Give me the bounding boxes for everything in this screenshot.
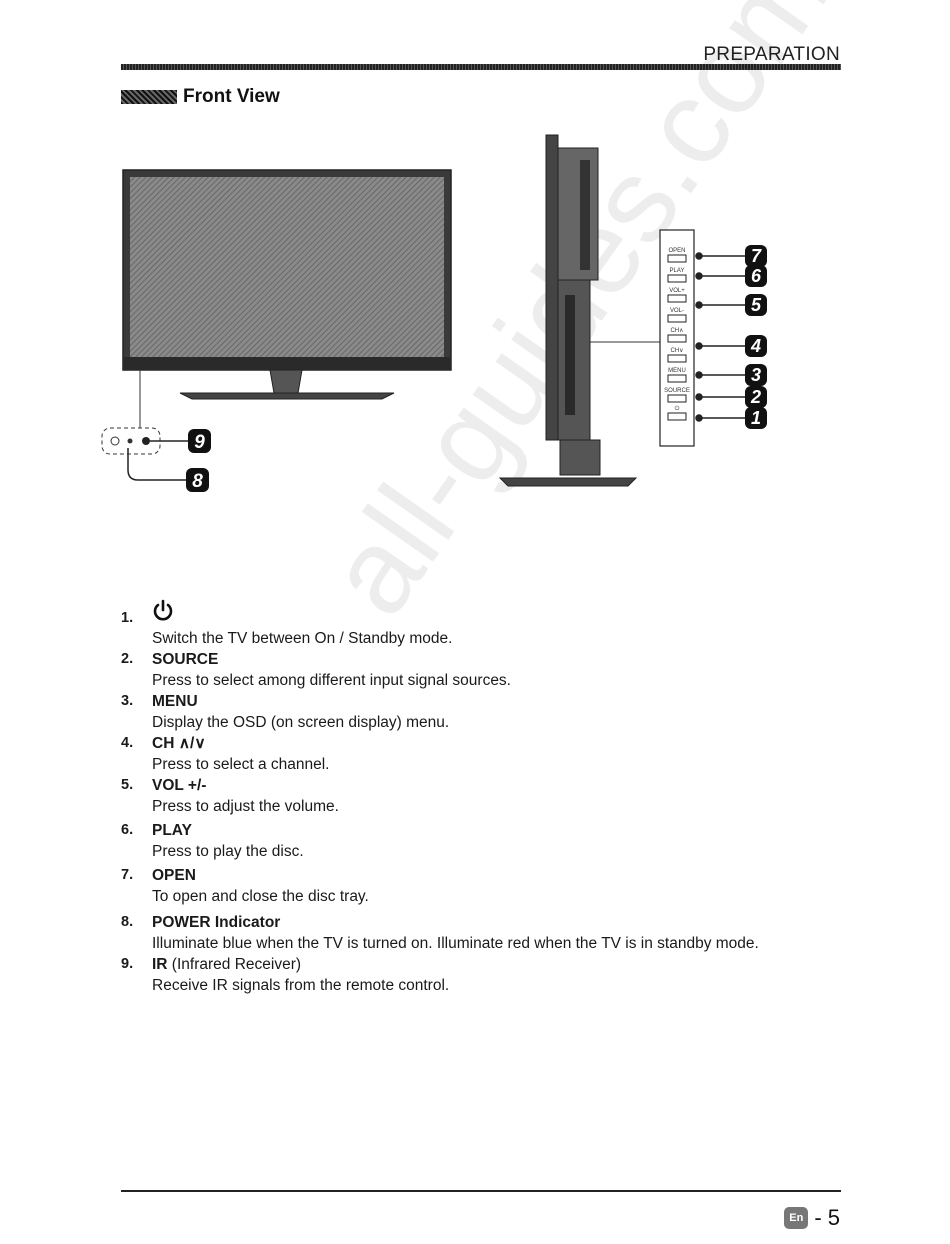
panel-button-power: [667, 412, 687, 421]
item-label: POWER Indicator: [152, 914, 281, 931]
list-item-5: 5. VOL +/- Press to adjust the volume.: [121, 775, 841, 817]
list-item-9: 9. IR (Infrared Receiver) Receive IR sig…: [121, 954, 841, 996]
panel-button-vol-up: [667, 294, 687, 303]
footer-rule: [121, 1190, 841, 1192]
callout-badge-1: 1: [745, 407, 767, 429]
item-label: IR: [152, 956, 168, 973]
panel-button-ch-up: [667, 334, 687, 343]
ir-sensor-detail: [101, 427, 188, 481]
panel-button-play: [667, 274, 687, 283]
callout-badge-2: 2: [745, 386, 767, 408]
item-label-suffix: (Infrared Receiver): [167, 956, 302, 973]
item-label: PLAY: [152, 822, 192, 839]
item-number: 3.: [121, 693, 134, 709]
callout-badge-4: 4: [745, 335, 767, 357]
header-rule: [121, 64, 841, 70]
item-number: 6.: [121, 822, 134, 838]
item-number: 2.: [121, 651, 134, 667]
tv-front-illustration: [122, 169, 452, 428]
panel-button-open: [667, 254, 687, 263]
callout-badge-7: 7: [745, 245, 767, 267]
callout-badge-3: 3: [745, 364, 767, 386]
item-description: Press to select among different input si…: [152, 672, 511, 689]
callout-label-8: 8: [192, 471, 203, 492]
item-description: To open and close the disc tray.: [152, 888, 369, 905]
list-item-6: 6. PLAY Press to play the disc.: [121, 820, 841, 862]
item-number: 4.: [121, 735, 134, 751]
item-label-group: IR (Infrared Receiver): [152, 954, 841, 975]
item-number: 5.: [121, 777, 134, 793]
item-number: 9.: [121, 956, 134, 972]
panel-label-ch-down: CH∨: [670, 348, 683, 354]
panel-button-source: [667, 394, 687, 403]
side-callouts: 7 6 5 4 3 2 1: [745, 245, 767, 429]
callout-label-1: 1: [751, 408, 761, 428]
item-description: Press to play the disc.: [152, 843, 304, 860]
panel-label-play: PLAY: [670, 268, 685, 274]
item-description: Receive IR signals from the remote contr…: [152, 977, 450, 994]
item-label: CH ∧/∨: [152, 735, 206, 752]
panel-label-power: ⏻: [675, 405, 680, 412]
section-title: Front View: [183, 86, 280, 107]
callout-badge-9: 9: [188, 429, 211, 453]
item-description: Press to adjust the volume.: [152, 798, 339, 815]
callout-label-3: 3: [751, 365, 761, 385]
item-description: Press to select a channel.: [152, 756, 330, 773]
callout-badge-8: 8: [186, 468, 209, 492]
callout-label-2: 2: [750, 387, 761, 407]
tv-front-view-figure: 9 8: [101, 134, 695, 492]
panel-label-menu: MENU: [668, 368, 686, 374]
callout-label-4: 4: [750, 336, 761, 356]
list-item-3: 3. MENU Display the OSD (on screen displ…: [121, 691, 841, 733]
item-number: 7.: [121, 867, 134, 883]
side-panel-labels: OPEN PLAY VOL+ VOL- CH∧ CH∨ MENU SOURCE …: [664, 248, 745, 422]
item-description: Switch the TV between On / Standby mode.: [152, 630, 453, 647]
panel-label-vol-up: VOL+: [669, 288, 685, 294]
panel-button-menu: [667, 374, 687, 383]
panel-label-open: OPEN: [668, 248, 685, 254]
page-number: En - 5: [784, 1205, 840, 1231]
panel-button-ch-down: [667, 354, 687, 363]
list-item-2: 2. SOURCE Press to select among differen…: [121, 649, 841, 691]
list-item-4: 4. CH ∧/∨ Press to select a channel.: [121, 733, 841, 775]
item-number: 1.: [121, 610, 134, 626]
item-number: 8.: [121, 914, 134, 930]
item-label: OPEN: [152, 867, 196, 884]
callout-label-5: 5: [751, 295, 762, 315]
callout-label-7: 7: [751, 246, 762, 266]
item-description: Display the OSD (on screen display) menu…: [152, 714, 450, 731]
callout-badge-5: 5: [745, 294, 767, 316]
side-control-panel: [659, 229, 695, 447]
panel-label-source: SOURCE: [664, 388, 690, 394]
list-item-1: 1. Switch the TV between On / Standby mo…: [121, 598, 841, 649]
page-header-title: PREPARATION: [703, 44, 840, 65]
item-label: VOL +/-: [152, 777, 207, 794]
callout-label-6: 6: [751, 266, 762, 286]
item-label: MENU: [152, 693, 198, 710]
panel-label-ch-up: CH∧: [670, 328, 683, 334]
callout-badge-6: 6: [745, 265, 767, 287]
control-list: 1. Switch the TV between On / Standby mo…: [121, 598, 841, 996]
tv-side-illustration: [498, 134, 660, 487]
power-icon: [152, 598, 841, 628]
panel-label-vol-down: VOL-: [670, 308, 684, 314]
section-bar-icon: [121, 90, 177, 104]
item-description: Illuminate blue when the TV is turned on…: [152, 935, 759, 952]
section-heading: Front View: [121, 86, 280, 108]
language-badge: En: [784, 1207, 809, 1229]
panel-button-vol-down: [667, 314, 687, 323]
list-item-8: 8. POWER Indicator Illuminate blue when …: [121, 912, 841, 954]
item-label: SOURCE: [152, 651, 219, 668]
list-item-7: 7. OPEN To open and close the disc tray.: [121, 865, 841, 907]
callout-label-9: 9: [194, 432, 205, 453]
page-number-text: - 5: [814, 1205, 840, 1230]
